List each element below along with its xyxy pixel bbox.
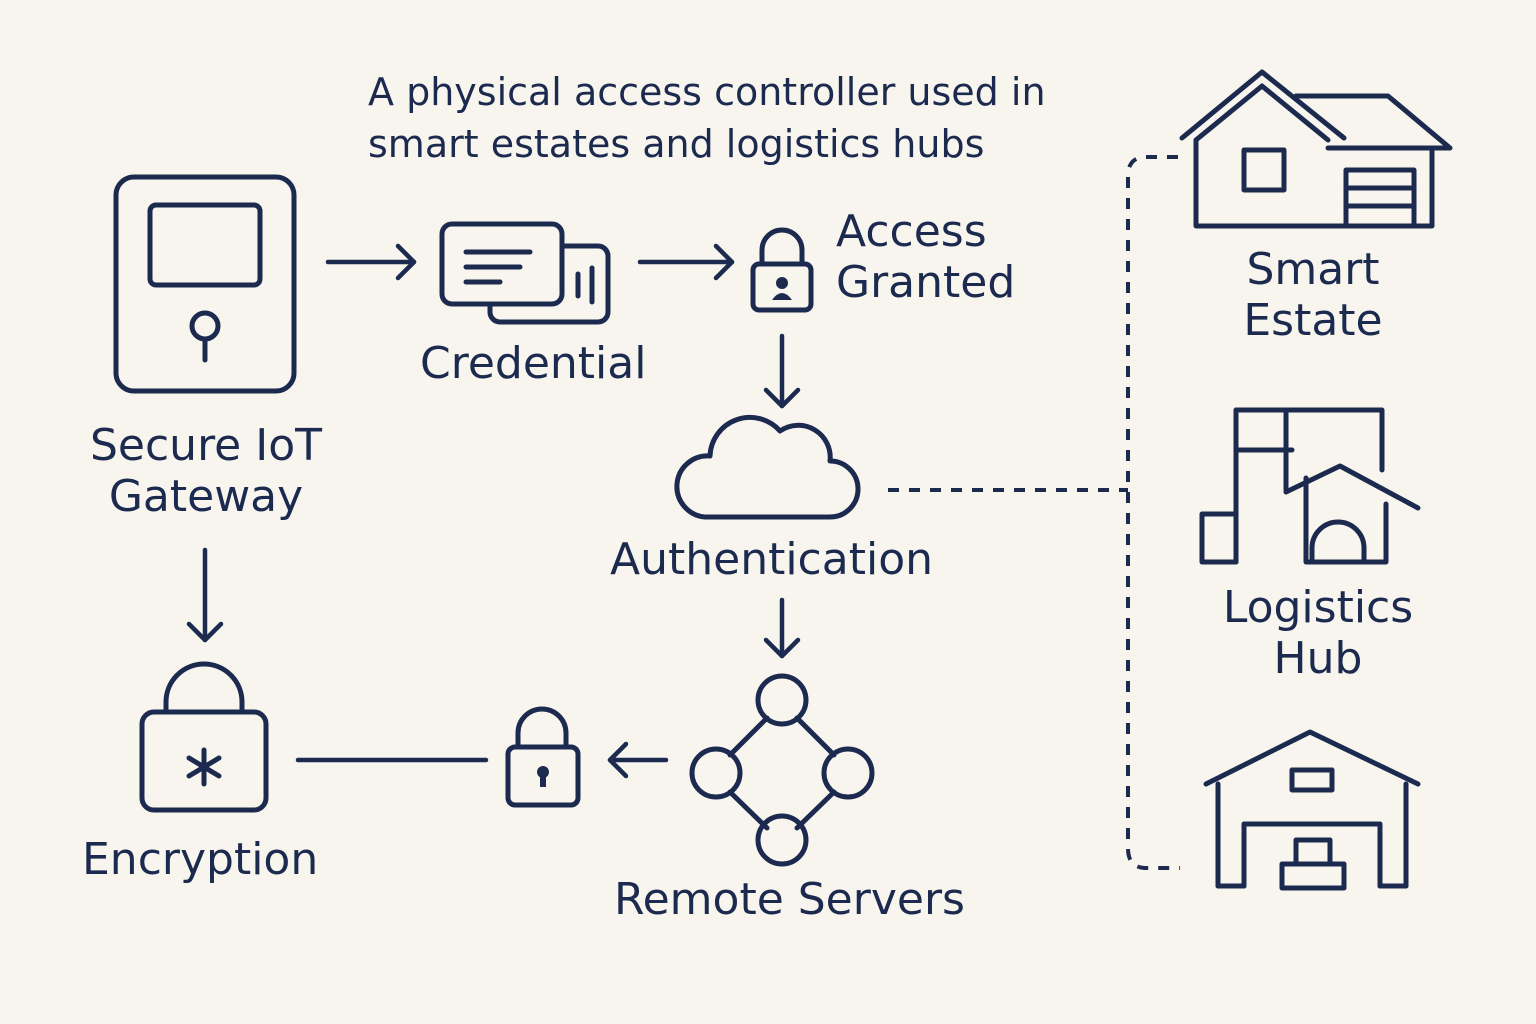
dashed-site-bracket bbox=[888, 155, 1180, 870]
arrow-credential-to-access bbox=[637, 243, 735, 281]
access-label-line-2: Granted bbox=[836, 257, 1016, 309]
house-garage-icon bbox=[1179, 69, 1453, 229]
iot-gateway-device-icon bbox=[113, 174, 297, 394]
padlock-icon bbox=[750, 227, 814, 313]
access-granted-label: Access Granted bbox=[836, 206, 1015, 308]
hub-label-line-1: Logistics bbox=[1222, 582, 1414, 633]
small-padlock-icon bbox=[505, 706, 581, 808]
caption-line-1: A physical access controller used in bbox=[368, 70, 1046, 114]
estate-label-line-1: Smart bbox=[1246, 244, 1380, 295]
server-network-icon bbox=[689, 673, 875, 867]
arrow-access-to-auth bbox=[763, 333, 801, 409]
gateway-label-line-2: Gateway bbox=[108, 471, 304, 523]
caption: A physical access controller used in sma… bbox=[368, 66, 1046, 171]
logistics-hub-label: Logistics Hub bbox=[1200, 582, 1436, 684]
arrow-gateway-to-encryption bbox=[186, 547, 224, 643]
arrow-auth-to-servers bbox=[763, 597, 801, 659]
remote-servers-label: Remote Servers bbox=[614, 874, 965, 925]
authentication-label: Authentication bbox=[610, 534, 933, 585]
encryption-label: Encryption bbox=[82, 834, 319, 885]
arrow-servers-to-padlock bbox=[607, 741, 669, 779]
gateway-label-line-1: Secure IoT bbox=[89, 420, 323, 471]
small-padlock-keyhole-stem bbox=[540, 772, 546, 787]
gateway-label: Secure IoT Gateway bbox=[74, 420, 338, 522]
estate-label-line-2: Estate bbox=[1243, 295, 1383, 347]
access-label-line-1: Access bbox=[836, 206, 987, 257]
credential-label: Credential bbox=[420, 338, 647, 389]
arrow-gateway-to-credential bbox=[325, 243, 417, 281]
smart-estate-label: Smart Estate bbox=[1208, 244, 1418, 346]
hub-label-line-2: Hub bbox=[1273, 633, 1363, 685]
encryption-lock-icon bbox=[139, 661, 269, 813]
padlock-keyhole bbox=[776, 277, 788, 289]
credential-card-icon bbox=[439, 221, 611, 325]
warehouse-icon bbox=[1203, 729, 1421, 891]
caption-line-2: smart estates and logistics hubs bbox=[368, 122, 985, 167]
padlock-keyhole-base bbox=[772, 293, 792, 300]
cloud-icon bbox=[674, 414, 861, 520]
logistics-building-icon bbox=[1199, 407, 1421, 565]
